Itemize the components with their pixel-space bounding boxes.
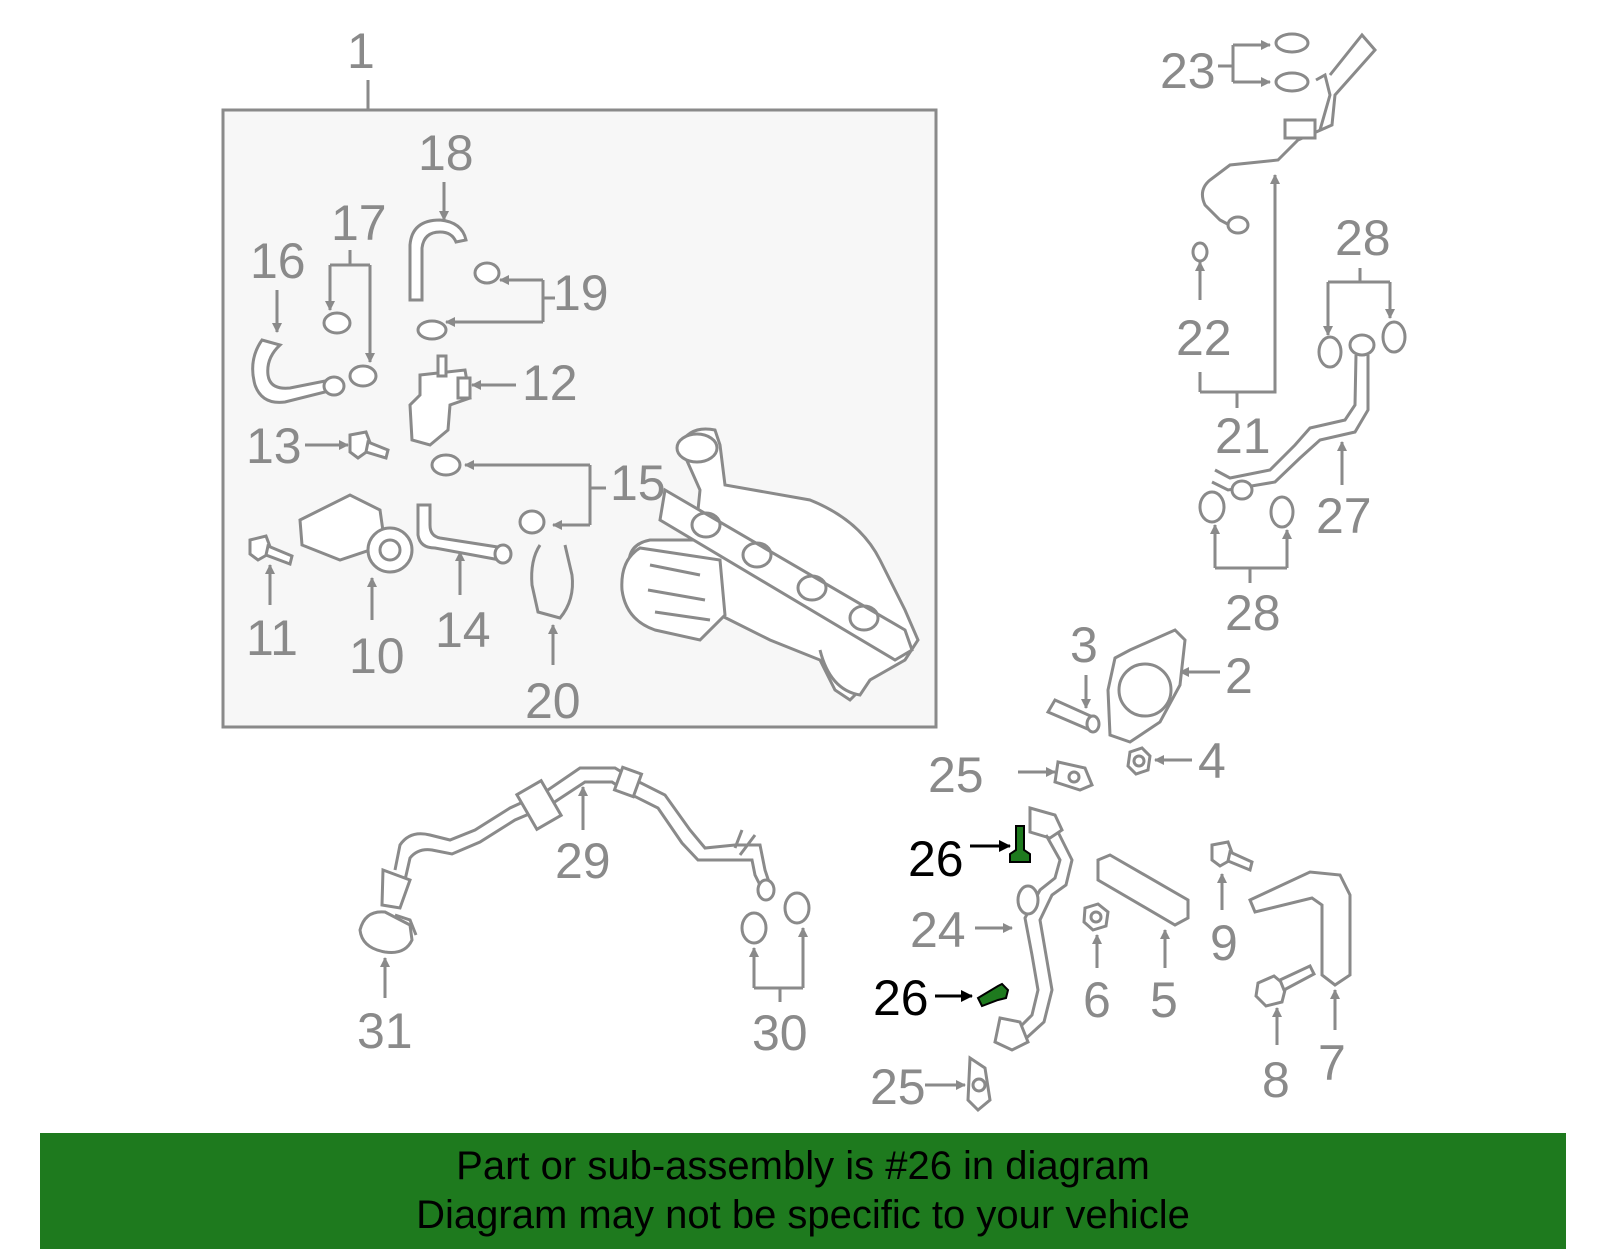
callout-14-label: 14 bbox=[435, 602, 491, 658]
callout-5-label: 5 bbox=[1150, 972, 1178, 1028]
bolt-26-bottom bbox=[976, 982, 1010, 1008]
callout-18-label: 18 bbox=[418, 125, 474, 181]
callout-2: 2 bbox=[1106, 628, 1253, 744]
callout-21: 21 bbox=[1198, 32, 1377, 464]
callout-24-label: 24 bbox=[910, 902, 966, 958]
callout-10: 10 bbox=[298, 493, 414, 684]
callout-7-label: 7 bbox=[1318, 1035, 1346, 1091]
callout-24: 24 bbox=[910, 806, 1074, 1052]
callout-22-label: 22 bbox=[1176, 310, 1232, 366]
callout-30: 30 bbox=[740, 891, 811, 1061]
callout-20-label: 20 bbox=[525, 673, 581, 729]
callout-18: 18 bbox=[408, 125, 474, 302]
callout-28-bottom: 28 bbox=[1198, 490, 1295, 641]
callout-9-label: 9 bbox=[1210, 915, 1238, 971]
callout-13-label: 13 bbox=[246, 418, 302, 474]
callout-11: 11 bbox=[246, 534, 298, 666]
callout-26-bottom-label: 26 bbox=[873, 970, 929, 1026]
callout-7: 7 bbox=[1248, 870, 1352, 1091]
callout-3: 3 bbox=[1045, 617, 1101, 734]
callout-23-label: 23 bbox=[1160, 43, 1216, 99]
callout-13: 13 bbox=[246, 418, 390, 474]
footer-part-note: Part or sub-assembly is #26 in diagram bbox=[456, 1144, 1150, 1188]
callout-8-label: 8 bbox=[1262, 1052, 1290, 1108]
callout-20: 20 bbox=[525, 544, 581, 729]
callout-29: 29 bbox=[380, 765, 776, 910]
callout-25-top-label: 25 bbox=[928, 747, 984, 803]
callout-26-bottom: 26 bbox=[873, 970, 1010, 1026]
callout-4-label: 4 bbox=[1198, 733, 1226, 789]
callout-15: 15 bbox=[430, 453, 666, 535]
callout-25-bottom: 25 bbox=[870, 1055, 992, 1115]
callout-22: 22 bbox=[1176, 241, 1232, 366]
callout-23: 23 bbox=[1160, 32, 1310, 99]
callout-15-label: 15 bbox=[610, 455, 666, 511]
callout-11-label: 11 bbox=[246, 610, 298, 666]
callout-12: 12 bbox=[408, 354, 578, 447]
callout-4: 4 bbox=[1126, 733, 1226, 789]
callout-17: 17 bbox=[322, 195, 387, 388]
callout-12-label: 12 bbox=[522, 355, 578, 411]
callout-31: 31 bbox=[357, 910, 418, 1059]
callout-9: 9 bbox=[1210, 840, 1254, 971]
callout-16-label: 16 bbox=[250, 233, 306, 289]
callout-6: 6 bbox=[1082, 902, 1111, 1028]
callout-1: 1 bbox=[347, 23, 375, 110]
callout-1-label: 1 bbox=[347, 23, 375, 79]
callout-19: 19 bbox=[416, 261, 609, 341]
callout-29-label: 29 bbox=[555, 833, 611, 889]
callout-28-top: 28 bbox=[1317, 210, 1407, 369]
callout-6-label: 6 bbox=[1083, 972, 1111, 1028]
callout-16: 16 bbox=[250, 233, 346, 404]
bolt-26-top bbox=[1009, 825, 1031, 863]
callout-19-label: 19 bbox=[553, 265, 609, 321]
callout-5: 5 bbox=[1096, 853, 1190, 1028]
callout-17-label: 17 bbox=[331, 195, 387, 251]
callout-8: 8 bbox=[1254, 964, 1316, 1108]
callout-27-label: 27 bbox=[1316, 488, 1372, 544]
callout-25-bottom-label: 25 bbox=[870, 1059, 926, 1115]
callout-10-label: 10 bbox=[349, 628, 405, 684]
callout-2-label: 2 bbox=[1225, 648, 1253, 704]
callout-3-label: 3 bbox=[1070, 617, 1098, 673]
callout-21-label: 21 bbox=[1215, 408, 1271, 464]
info-footer-banner: Part or sub-assembly is #26 in diagram D… bbox=[40, 1133, 1566, 1249]
callout-14: 14 bbox=[416, 503, 513, 658]
callout-30-label: 30 bbox=[752, 1005, 808, 1061]
callout-27: 27 bbox=[1211, 333, 1376, 544]
footer-disclaimer: Diagram may not be specific to your vehi… bbox=[416, 1193, 1190, 1237]
callout-28-bottom-label: 28 bbox=[1225, 585, 1281, 641]
turbocharger bbox=[620, 427, 920, 702]
callout-26-top: 26 bbox=[908, 825, 1031, 887]
callout-28-top-label: 28 bbox=[1335, 210, 1391, 266]
callout-25-top: 25 bbox=[928, 747, 1094, 803]
callout-26-top-label: 26 bbox=[908, 831, 964, 887]
callout-31-label: 31 bbox=[357, 1003, 413, 1059]
